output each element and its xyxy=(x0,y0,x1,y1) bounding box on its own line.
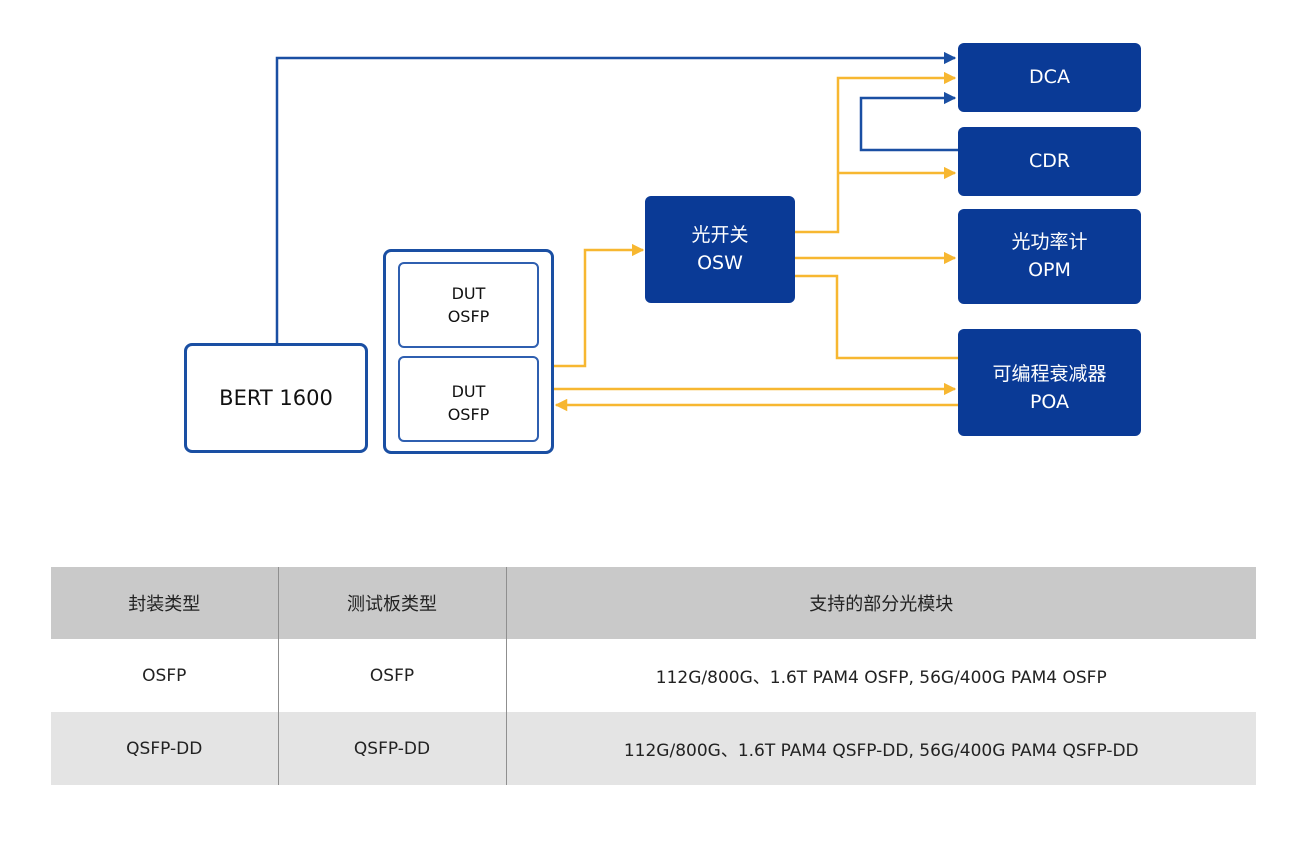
header-package-type: 封装类型 xyxy=(51,567,279,639)
line-osw-to-poa xyxy=(795,274,958,360)
poa-line1: 可编程衰减器 xyxy=(992,363,1107,385)
line-osw-to-dca xyxy=(795,71,957,234)
compatibility-table: 封装类型 测试板类型 支持的部分光模块 OSFP OSFP 112G/800G、… xyxy=(51,567,1256,785)
connection-lines xyxy=(275,51,958,412)
cdr-label: CDR xyxy=(1028,149,1071,172)
osw-line2: OSW xyxy=(697,251,743,274)
line-dut-to-osw xyxy=(553,243,645,368)
table-cell: QSFP-DD xyxy=(278,712,507,785)
osw-box: 光开关 OSW xyxy=(645,196,795,303)
bert-box: BERT 1600 xyxy=(184,343,368,453)
table-header-row: 封装类型 测试板类型 支持的部分光模块 xyxy=(51,567,1256,639)
table-row: OSFP OSFP 112G/800G、1.6T PAM4 OSFP, 56G/… xyxy=(51,639,1256,712)
opm-box: 光功率计 OPM xyxy=(958,209,1141,304)
cdr-box: CDR xyxy=(958,127,1141,196)
poa-box: 可编程衰减器 POA xyxy=(958,329,1141,436)
line-bert-to-dca xyxy=(275,51,957,343)
dut-top-line1: DUT xyxy=(451,283,486,303)
table-row: QSFP-DD QSFP-DD 112G/800G、1.6T PAM4 QSFP… xyxy=(51,712,1256,785)
dca-box: DCA xyxy=(958,43,1141,112)
line-cdr-to-dca xyxy=(859,91,958,152)
bert-label: BERT 1600 xyxy=(219,385,333,410)
dut-top-line2: OSFP xyxy=(447,307,490,326)
table-cell: 112G/800G、1.6T PAM4 OSFP, 56G/400G PAM4 … xyxy=(506,639,1256,712)
opm-line2: OPM xyxy=(1028,258,1071,281)
table-cell: OSFP xyxy=(278,639,507,712)
table-cell: 112G/800G、1.6T PAM4 QSFP-DD, 56G/400G PA… xyxy=(506,712,1256,785)
dca-label: DCA xyxy=(1029,65,1070,88)
table-cell: QSFP-DD xyxy=(51,712,279,785)
osw-line1: 光开关 xyxy=(691,223,749,246)
header-test-board-type: 测试板类型 xyxy=(278,567,507,639)
header-supported-modules: 支持的部分光模块 xyxy=(506,567,1256,639)
table-cell: OSFP xyxy=(51,639,279,712)
poa-line2: POA xyxy=(1029,390,1070,413)
dut-top-box: DUT OSFP xyxy=(398,262,539,348)
opm-line1: 光功率计 xyxy=(1011,230,1088,253)
dut-bottom-box: DUT OSFP xyxy=(398,356,539,442)
dut-bottom-line1: DUT xyxy=(451,382,486,401)
dut-bottom-line2: OSFP xyxy=(447,405,490,425)
